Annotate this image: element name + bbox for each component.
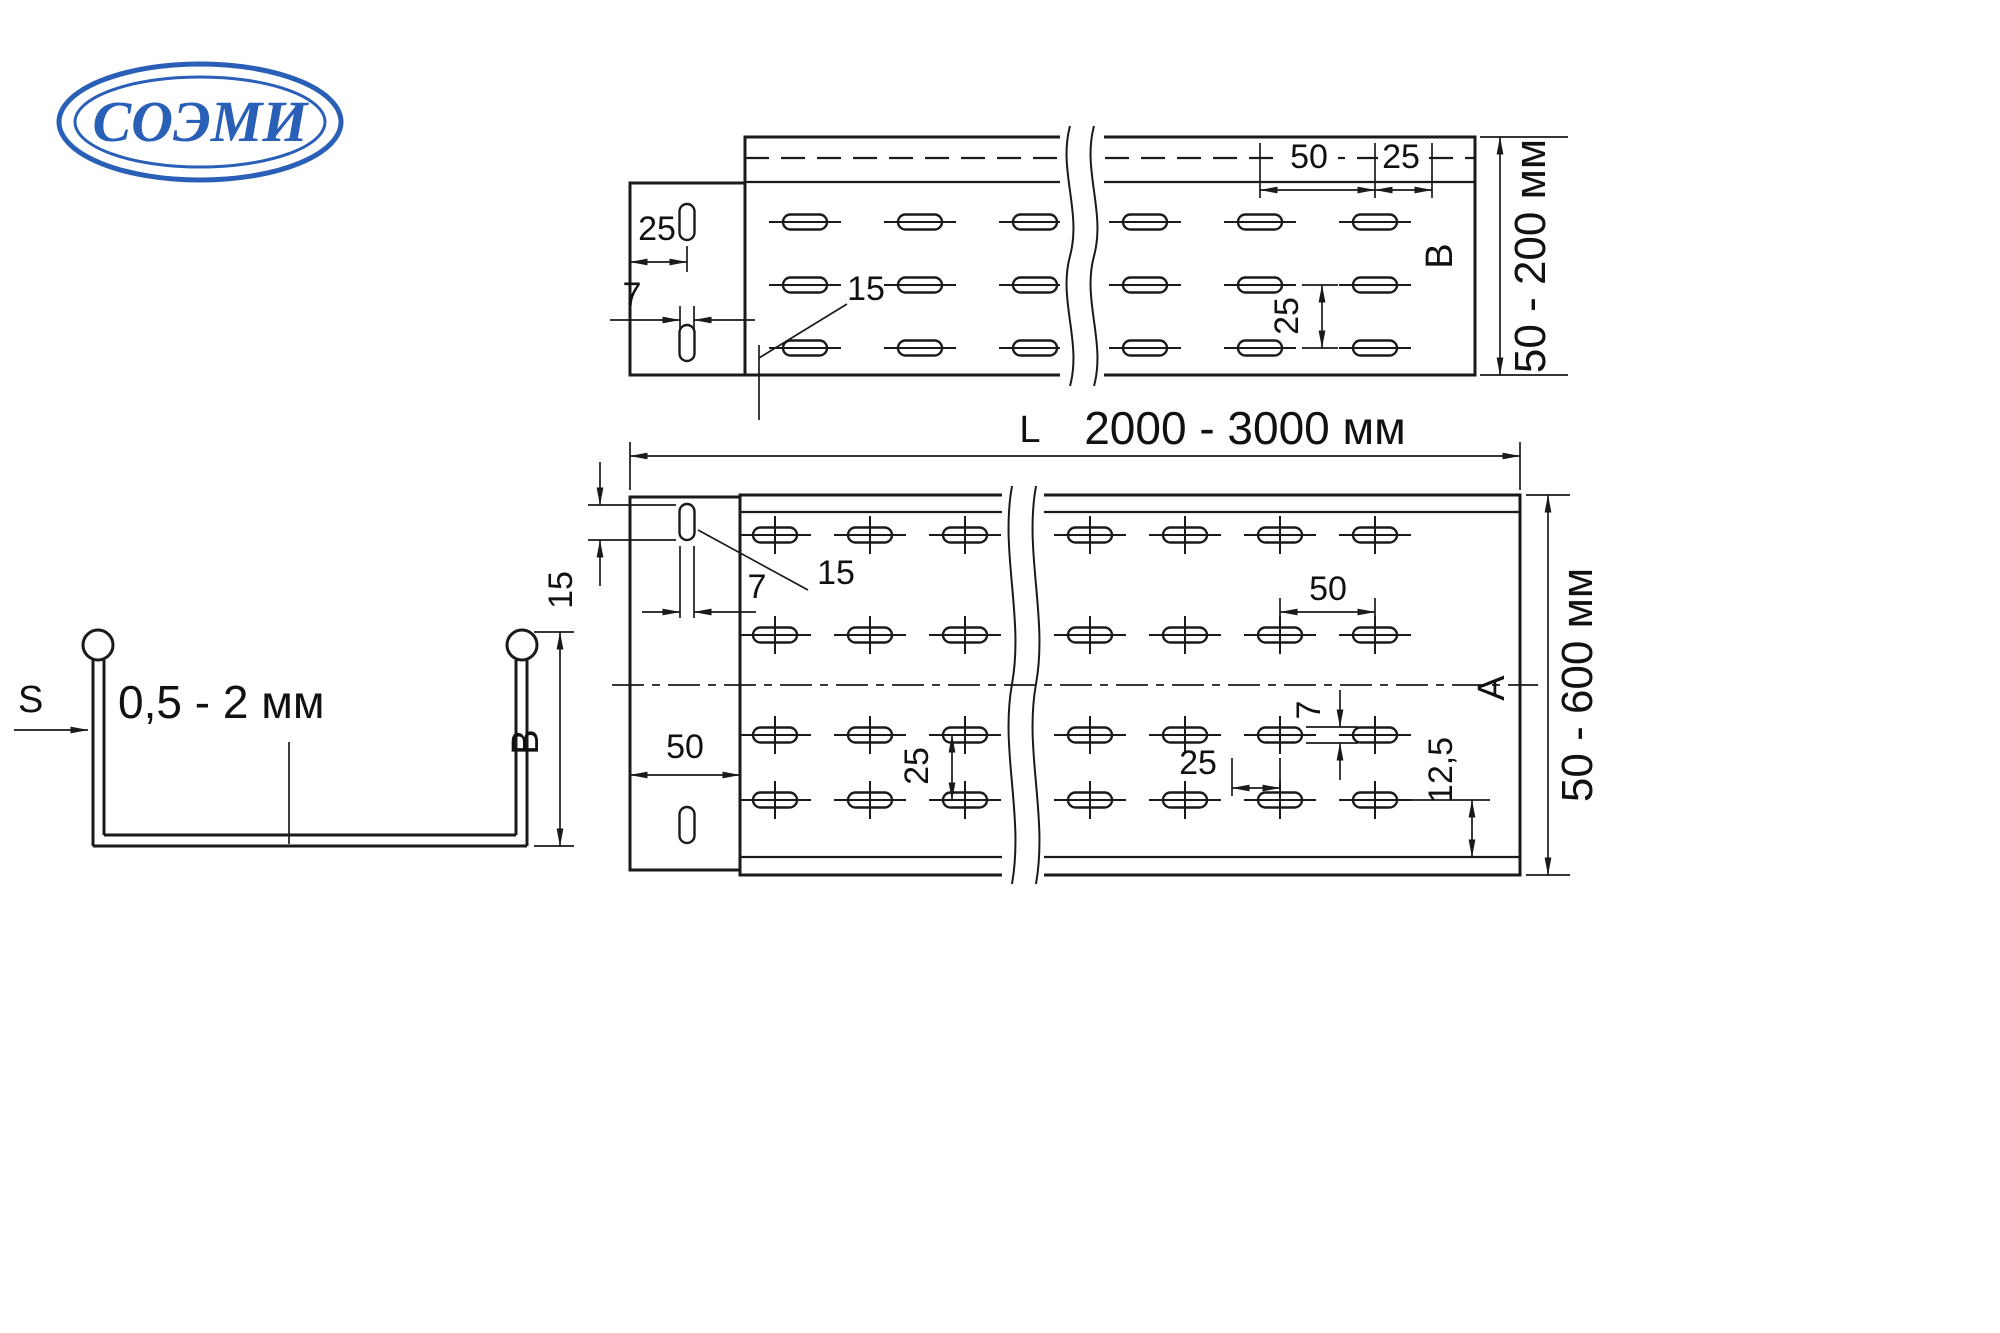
side-flange-outline [628,181,745,377]
side-height-range: 50 - 200 мм [1506,139,1555,373]
side-dim-25-flange: 25 [638,210,676,248]
side-break-lines [1060,125,1104,387]
side-dim-7: 7 [623,276,642,314]
plan-flange-outline [628,495,740,872]
soemi-logo: СОЭМИ [56,61,344,183]
plan-break-lines [1002,485,1044,885]
side-dimensions: 50 25 25 7 15 25 B 50 - 2 [610,136,1568,420]
plan-view: L 2000 - 3000 мм [542,402,1602,885]
plan-flange-slots [678,502,696,845]
side-dim-50: 50 [1290,138,1328,176]
side-dim-25-rows: 25 [1268,297,1306,335]
plan-dimensions: 15 7 15 50 25 50 7 [542,462,1602,876]
right-curl-lip [505,628,539,662]
plan-dim-50-flange: 50 [666,728,704,766]
profile-view: S 0,5 - 2 мм B [14,628,574,848]
side-dim-25-top: 25 [1382,138,1420,176]
plan-dim-50-cols: 50 [1309,570,1347,608]
profile-outline [81,628,539,848]
plan-dim-25-rows: 25 [898,747,936,785]
profile-b-label: B [505,729,547,754]
logo-inner-ellipse [73,75,327,169]
left-curl-lip [81,628,115,662]
side-view: 50 25 25 7 15 25 B 50 - 2 [610,125,1568,420]
plan-length-range: 2000 - 3000 мм [1084,402,1406,454]
plan-dim-15-left: 15 [542,571,580,609]
plan-dim-25-cols: 25 [1179,744,1217,782]
profile-thickness-label: 0,5 - 2 мм [118,676,324,728]
logo-text: СОЭМИ [92,89,309,154]
profile-dimensions: S 0,5 - 2 мм B [14,631,574,847]
side-dim-15: 15 [847,270,885,308]
plan-length-dimension: L 2000 - 3000 мм [629,402,1521,490]
profile-s-label: S [18,679,43,721]
plan-dim-15-leader: 15 [817,554,855,592]
plan-dim-12-5: 12,5 [1422,737,1460,803]
logo-outer-ellipse [56,61,344,183]
plan-dim-7-slot: 7 [1290,701,1328,720]
side-b-label: B [1419,243,1461,268]
plan-dim-7-flange: 7 [748,568,767,606]
plan-width-range: 50 - 600 мм [1553,568,1602,802]
plan-l-label: L [1019,409,1040,451]
side-flange-slots [678,202,696,363]
side-body-outline [743,135,1477,377]
plan-a-label: A [1471,675,1513,701]
